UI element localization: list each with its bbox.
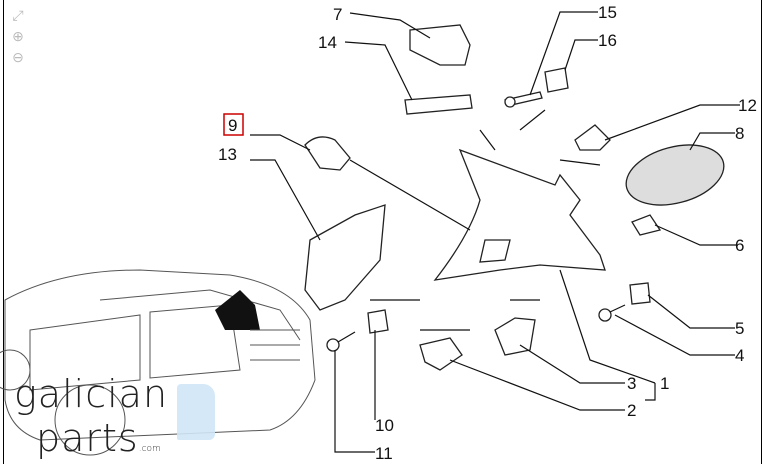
leader-lines (250, 11, 740, 453)
callout-8[interactable]: 8 (735, 124, 744, 143)
galicianparts-logo: galician parts.com (14, 372, 168, 471)
expand-icon[interactable]: ⤢ (12, 7, 24, 23)
logo-suffix: .com (138, 444, 161, 454)
part-11-screw (326, 331, 356, 352)
callout-4[interactable]: 4 (735, 346, 744, 365)
part-13-side-trim (304, 204, 386, 311)
part-2-holder (419, 337, 463, 371)
logo-accent-shape (177, 384, 215, 440)
diagram-frame (3, 0, 762, 464)
callout-16[interactable]: 16 (598, 31, 617, 50)
callout-7[interactable]: 7 (333, 5, 342, 24)
callout-2[interactable]: 2 (627, 401, 636, 420)
callout-3[interactable]: 3 (627, 374, 636, 393)
part-6-clip (631, 214, 662, 236)
zoom-in-icon[interactable]: ⊕ (12, 28, 24, 44)
callout-11[interactable]: 11 (375, 444, 393, 463)
callout-14[interactable]: 14 (318, 33, 337, 52)
callout-9[interactable]: 9 (228, 116, 237, 135)
part-trim-panel (433, 148, 606, 281)
part-15-screw (504, 91, 543, 108)
viewer-toolbar: ⤢ ⊕ ⊖ (9, 6, 29, 69)
callout-6[interactable]: 6 (735, 236, 744, 255)
callout-10[interactable]: 10 (375, 416, 394, 435)
part-16-clip (544, 67, 569, 93)
zoom-out-icon[interactable]: ⊖ (12, 49, 24, 65)
callout-13[interactable]: 13 (218, 145, 237, 164)
callout-9-highlight (223, 113, 244, 136)
part-9-cap (304, 136, 351, 171)
part-5-clip (629, 282, 651, 305)
callout-15[interactable]: 15 (598, 3, 617, 22)
callout-12[interactable]: 12 (738, 96, 757, 115)
car-illustration (0, 269, 316, 456)
callout-1[interactable]: 1 (660, 374, 669, 393)
part-10-clip (367, 309, 389, 334)
logo-line2: parts (36, 416, 139, 460)
logo-line1: galician (14, 372, 169, 416)
part-4-screw (598, 304, 626, 322)
part-3-bracket (494, 317, 536, 356)
callout-5[interactable]: 5 (735, 319, 744, 338)
part-12-cover (574, 124, 611, 151)
part-8-speaker-grille (625, 144, 725, 206)
part-14-rail (404, 94, 473, 115)
